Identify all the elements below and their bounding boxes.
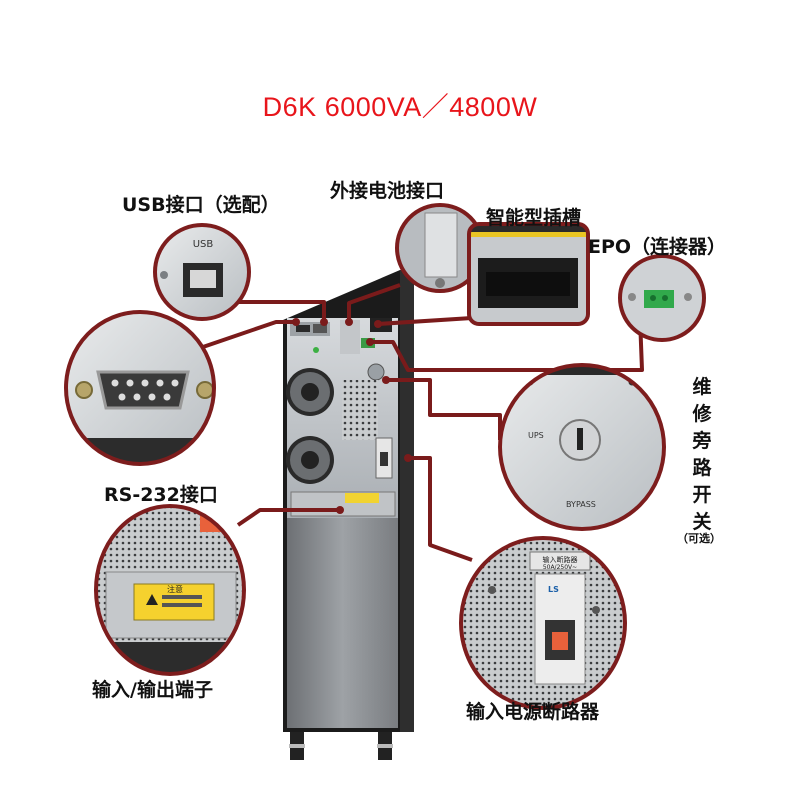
breaker-brand-text: LS — [548, 585, 559, 594]
io-terminal-label: 输入/输出端子 — [92, 679, 213, 701]
io-warning-text: 注意 — [167, 584, 183, 594]
rs232-port-label: RS-232接口 — [104, 484, 218, 506]
input-breaker-label: 输入电源断路器 — [466, 701, 600, 723]
battery-port-label: 外接电池接口 — [330, 180, 445, 202]
bypass-switch-label: 维修旁路开关 — [692, 376, 712, 533]
input-breaker-zoom: 输入断路器 50A/250V~ LS — [459, 536, 627, 710]
bypass-ups-text: UPS — [528, 431, 544, 440]
smart-slot-label: 智能型插槽 — [486, 207, 582, 229]
usb-port-label: USB接口（选配） — [122, 194, 280, 216]
smart-slot-zoom — [467, 222, 590, 326]
callout-dots — [292, 318, 412, 514]
breaker-rating-text: 50A/250V~ — [543, 564, 577, 571]
bypass-text: BYPASS — [566, 500, 596, 509]
usb-panel-text: USB — [193, 239, 214, 250]
usb-port-zoom: USB — [153, 223, 251, 321]
epo-connector-zoom — [618, 254, 706, 342]
rs232-port-zoom — [64, 310, 216, 466]
ups-cabinet — [283, 270, 414, 760]
epo-connector-label: EPO（连接器） — [588, 236, 727, 258]
breaker-panel-label: 输入断路器 — [543, 555, 578, 564]
bypass-optional-label: （可选） — [677, 532, 721, 545]
product-title: D6K 6000VA／4800W — [262, 92, 538, 122]
io-terminal-zoom: 注意 — [94, 504, 246, 676]
bypass-switch-zoom: UPS BYPASS — [498, 363, 666, 531]
callout-lines — [199, 283, 644, 562]
